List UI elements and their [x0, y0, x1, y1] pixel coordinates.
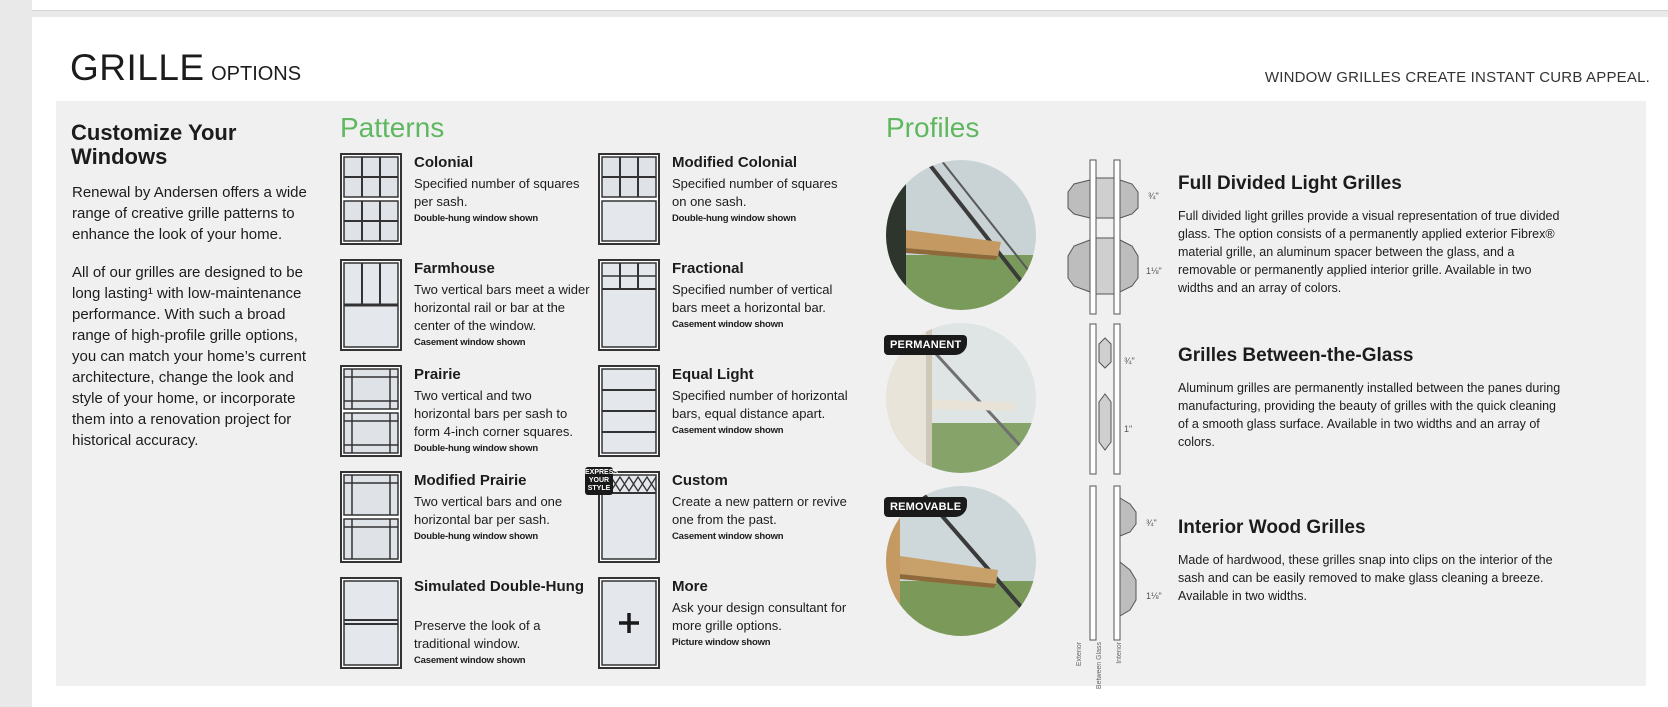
fdl-dim-small: ¾" — [1148, 191, 1159, 201]
equal-light-window-icon — [598, 365, 660, 457]
pattern-note: Casement window shown — [414, 655, 526, 666]
profile-heading-between-glass: Grilles Between-the-Glass — [1178, 345, 1414, 366]
pattern-desc: Specified number of horizontal bars, equ… — [672, 388, 848, 421]
btg-dim-large: 1" — [1124, 424, 1133, 434]
fractional-window-icon — [598, 259, 660, 351]
pattern-note: Casement window shown — [672, 425, 784, 436]
pattern-name: Custom — [672, 472, 728, 489]
title-sub: OPTIONS — [211, 63, 302, 85]
between-the-glass-cross-section — [1089, 323, 1121, 475]
pattern-note: Casement window shown — [672, 319, 784, 330]
pattern-note: Casement window shown — [414, 337, 526, 348]
pattern-desc: Specified number of squares per sash. — [414, 176, 580, 209]
content-panel — [56, 101, 1646, 686]
intro-heading: Customize Your Windows — [71, 120, 237, 169]
pattern-name: Simulated Double-Hung — [414, 578, 584, 595]
intro-paragraph-1: Renewal by Andersen offers a wide range … — [72, 184, 307, 243]
full-divided-light-photo — [886, 160, 1036, 310]
pattern-note: Double-hung window shown — [414, 213, 538, 224]
permanent-badge: PERMANENT — [884, 335, 968, 355]
pattern-farmhouse: Farmhouse Two vertical bars meet a wider… — [340, 259, 590, 359]
pattern-desc: Specified number of vertical bars meet a… — [672, 282, 833, 315]
pattern-name: Farmhouse — [414, 260, 495, 277]
pattern-more: More Ask your design consultant for more… — [598, 577, 846, 677]
full-divided-light-cross-section — [1067, 159, 1139, 315]
modified-prairie-window-icon — [340, 471, 402, 563]
axis-label-between-glass: Between Glass — [1096, 642, 1103, 690]
pattern-note: Picture window shown — [672, 637, 771, 648]
pattern-modified-colonial: Modified Colonial Specified number of sq… — [598, 153, 838, 253]
pattern-desc: Specified number of squares on one sash. — [672, 176, 838, 209]
pattern-note: Double-hung window shown — [414, 443, 538, 454]
iwg-dim-small: ¾" — [1146, 518, 1157, 528]
patterns-heading: Patterns — [340, 112, 445, 143]
axis-label-exterior: Exterior — [1076, 642, 1083, 667]
pattern-name: Colonial — [414, 154, 474, 171]
colonial-window-icon — [340, 153, 402, 245]
profiles-heading: Profiles — [886, 112, 980, 143]
page-title: GRILLE OPTIONS — [70, 47, 301, 89]
simulated-double-hung-window-icon — [340, 577, 402, 669]
profile-desc-between-glass: Aluminum grilles are permanently install… — [1178, 381, 1561, 449]
farmhouse-window-icon — [340, 259, 402, 351]
modified-colonial-window-icon — [598, 153, 660, 245]
pattern-equal-light: Equal Light Specified number of horizont… — [598, 365, 848, 465]
pattern-name: Prairie — [414, 366, 461, 383]
pattern-fractional: Fractional Specified number of vertical … — [598, 259, 838, 359]
prairie-window-icon — [340, 365, 402, 457]
pattern-custom: Custom Create a new pattern or revive on… — [598, 471, 847, 571]
profile-heading-full-divided: Full Divided Light Grilles — [1178, 173, 1402, 194]
pattern-prairie: Prairie Two vertical and two horizontal … — [340, 365, 580, 465]
intro-paragraph-2: All of our grilles are designed to be lo… — [72, 264, 307, 449]
previous-card-edge — [32, 0, 1668, 11]
pattern-name: Equal Light — [672, 366, 754, 383]
pattern-name: Fractional — [672, 260, 744, 277]
pattern-desc: Preserve the look of a traditional windo… — [414, 618, 541, 651]
pattern-desc: Create a new pattern or revive one from … — [672, 494, 847, 527]
pattern-simulated-double-hung: Simulated Double-Hung Preserve the look … — [340, 577, 584, 677]
tagline: WINDOW GRILLES CREATE INSTANT CURB APPEA… — [1264, 69, 1650, 86]
pattern-colonial: Colonial Specified number of squares per… — [340, 153, 580, 253]
fdl-dim-large: 1⅛" — [1146, 266, 1162, 276]
pattern-desc: Two vertical bars and one horizontal bar… — [414, 494, 563, 527]
pattern-desc: Two vertical and two horizontal bars per… — [414, 388, 573, 439]
btg-dim-small: ¾" — [1124, 356, 1135, 366]
interior-wood-cross-section — [1089, 485, 1137, 641]
axis-label-interior: Interior — [1116, 642, 1123, 664]
profile-desc-interior-wood: Made of hardwood, these grilles snap int… — [1178, 553, 1553, 603]
pattern-desc: Two vertical bars meet a wider horizonta… — [414, 282, 590, 333]
title-main: GRILLE — [70, 47, 205, 88]
pattern-note: Casement window shown — [672, 531, 784, 542]
iwg-dim-large: 1⅛" — [1146, 591, 1162, 601]
profile-desc-full-divided: Full divided light grilles provide a vis… — [1178, 209, 1560, 295]
express-your-style-badge: EXPRESS YOUR STYLE — [585, 467, 618, 495]
pattern-name: Modified Prairie — [414, 472, 527, 489]
pattern-note: Double-hung window shown — [414, 531, 538, 542]
pattern-modified-prairie: Modified Prairie Two vertical bars and o… — [340, 471, 580, 571]
profile-heading-interior-wood: Interior Wood Grilles — [1178, 517, 1366, 538]
pattern-desc: Ask your design consultant for more gril… — [672, 600, 847, 633]
pattern-name: Modified Colonial — [672, 154, 797, 171]
pattern-name: More — [672, 578, 708, 595]
plus-window-icon — [598, 577, 660, 669]
pattern-note: Double-hung window shown — [672, 213, 796, 224]
removable-badge: REMOVABLE — [884, 497, 968, 517]
